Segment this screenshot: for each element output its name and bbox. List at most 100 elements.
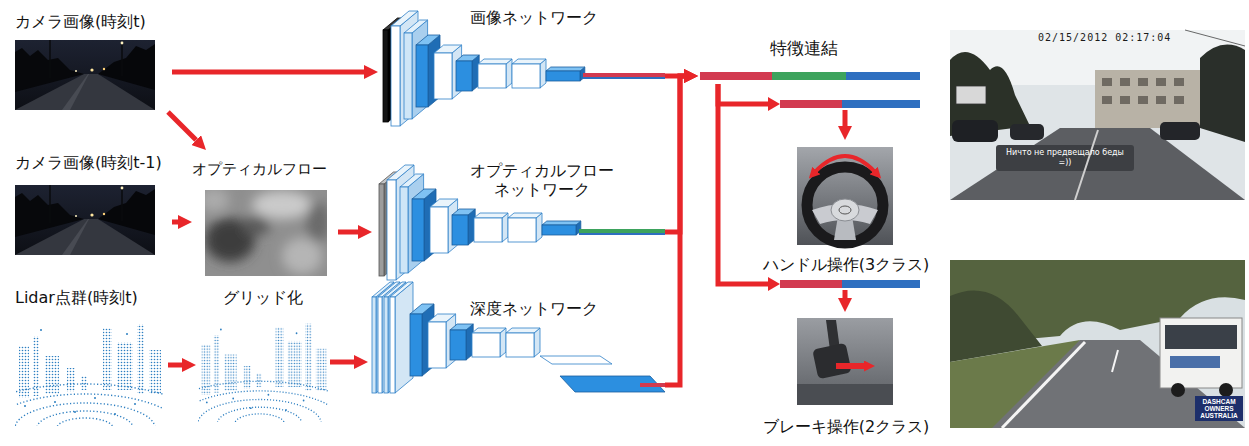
node-label: ハンドル操作(3クラス) (763, 255, 930, 274)
lidar-point-cloud (15, 316, 163, 426)
concat-feature-bar (700, 72, 920, 80)
network-illustration (390, 297, 395, 393)
network-illustration (390, 282, 413, 297)
network-illustration (416, 35, 440, 45)
network-illustration (383, 11, 665, 126)
network-block: 深度ネットワーク (368, 296, 665, 400)
feature-concat-bar: 特徴連結 (698, 38, 922, 84)
dashcam-photo (1200, 45, 1245, 142)
network-illustration (506, 328, 540, 333)
dashcam-photo (1138, 96, 1148, 104)
brake-pedal-photo (812, 343, 851, 379)
node-label: オプティカルフロー ネットワーク (462, 161, 622, 199)
network-illustration (428, 314, 456, 322)
network-illustration (412, 189, 436, 199)
arrow-connector (665, 76, 684, 385)
dashcam-photo (1120, 96, 1130, 104)
network-illustration (478, 59, 512, 64)
brake-pedal-photo (797, 384, 893, 405)
optical-flow-image (205, 190, 327, 274)
dashcam-photo (1170, 356, 1220, 368)
dashcam-photo (1010, 124, 1044, 140)
node-label: グリッド化 (223, 288, 303, 307)
dashcam-photo (950, 30, 1245, 200)
network-illustration (450, 324, 473, 330)
arrow-connector (172, 220, 178, 225)
network-illustration (456, 61, 472, 91)
dashcam-photo: DASHCAM OWNERS AUSTRALIA (950, 260, 1246, 428)
dashcam-photo (1160, 318, 1242, 388)
camera-image-panel: カメラ画像(時刻t) (12, 12, 172, 112)
arrow-connector (168, 363, 182, 368)
brake-pedal-photo (797, 318, 893, 405)
arrow-connector (172, 70, 364, 75)
network-illustration (640, 383, 665, 387)
dashcam-photo (1075, 130, 1098, 200)
network-illustration (383, 30, 388, 122)
steering-wheel-photo (797, 147, 893, 245)
grid-panel: グリッド化 (196, 288, 330, 424)
dashcam-photo (1219, 383, 1233, 397)
output-feature-bar (842, 280, 920, 288)
network-illustration (540, 356, 612, 364)
network-illustration (546, 71, 580, 81)
dashcam-photo (1102, 78, 1184, 104)
network-illustration (452, 209, 475, 215)
optical-flow-image (252, 191, 312, 219)
network-illustration (508, 213, 542, 218)
network-illustration (404, 33, 412, 119)
node-label: Lidar点群(時刻t) (15, 288, 138, 307)
dashcam-photo (1102, 96, 1112, 104)
network-illustration (546, 67, 585, 71)
optical-flow-image (242, 216, 270, 236)
network-illustration (384, 297, 388, 393)
optical-flow-image (205, 190, 327, 276)
steering-wheel-photo (797, 147, 893, 245)
dashcam-photo (950, 260, 1245, 428)
dashcam-photo (1156, 96, 1166, 104)
network-illustration (512, 64, 540, 88)
network-illustration (456, 55, 479, 61)
network-illustration (400, 174, 424, 187)
node-label: 画像ネットワーク (470, 8, 598, 27)
network-illustration (430, 199, 458, 207)
camera-image (15, 185, 155, 255)
network-illustration (579, 229, 665, 233)
concat-feature-bar (700, 72, 772, 80)
watermark: DASHCAM OWNERS AUSTRALIA (1195, 396, 1243, 421)
dashcam-photo (1160, 122, 1200, 140)
dashcam-photo (952, 120, 998, 142)
dashcam-photo (1156, 78, 1166, 86)
output-feature-bar (768, 97, 780, 111)
camera-image (15, 185, 155, 255)
concat-feature-bar (772, 72, 846, 80)
optical-flow-image (282, 238, 322, 274)
connector-group (168, 72, 845, 385)
dashcam-photo (1165, 325, 1237, 349)
dashcam-photo (1185, 30, 1245, 46)
brake-pedal-photo (797, 318, 893, 405)
network-illustration (387, 180, 396, 280)
dashcam-photo (1138, 78, 1148, 86)
lidar-panel: Lidar点群(時刻t) (12, 288, 168, 428)
network-illustration (410, 304, 434, 314)
output-feature-bar (768, 277, 920, 291)
steering-wheel-photo (839, 206, 851, 214)
output-feature-bar (768, 97, 920, 111)
network-illustration (428, 322, 446, 368)
dashcam-photo (1120, 78, 1130, 86)
node-label: カメラ画像(時刻t) (15, 12, 146, 31)
steering-output: ハンドル操作(3クラス) (752, 140, 940, 274)
optical-flow-panel: オプティカルフロー (192, 150, 338, 278)
network-illustration (450, 330, 466, 360)
node-label: 特徴連結 (770, 38, 838, 58)
network-illustration (478, 64, 506, 88)
network-illustration (474, 218, 502, 242)
network-illustration (408, 174, 424, 273)
camera-image (15, 40, 155, 110)
dashcam-photo (996, 145, 1134, 171)
dashcam-photo (956, 86, 986, 104)
